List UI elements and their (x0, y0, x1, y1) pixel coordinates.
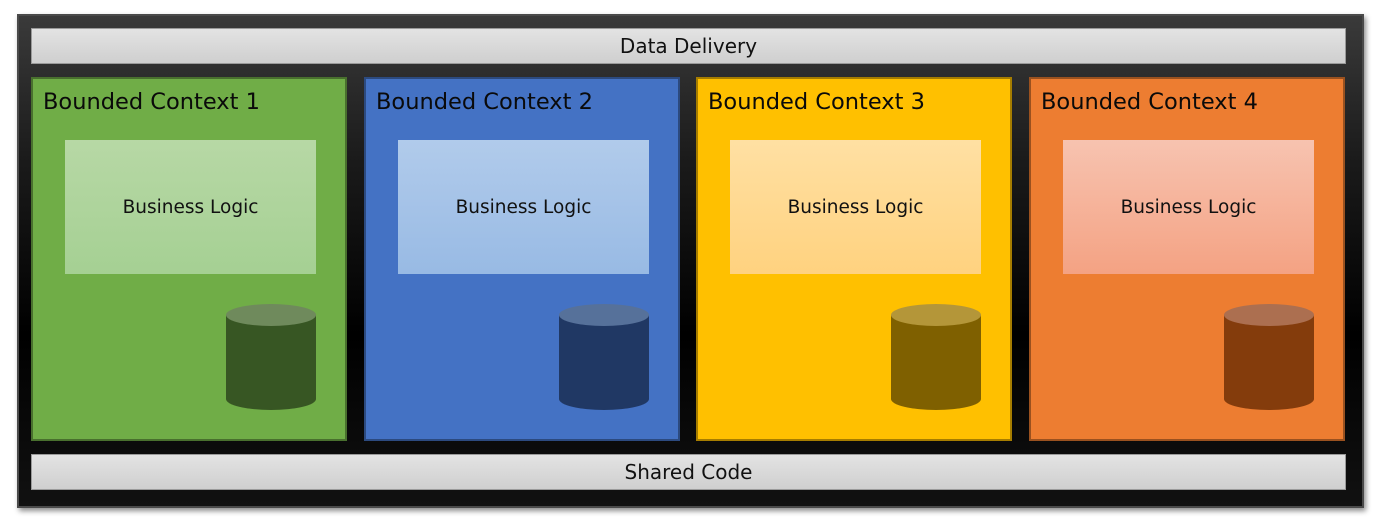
bounded-context-3: Bounded Context 3 Business Logic (696, 77, 1012, 441)
bounded-context-2: Bounded Context 2 Business Logic (364, 77, 680, 441)
bounded-context-1: Bounded Context 1 Business Logic (31, 77, 347, 441)
database-body (226, 315, 316, 410)
business-logic-label: Business Logic (455, 196, 592, 218)
database-icon (1224, 304, 1314, 410)
database-body (559, 315, 649, 410)
business-logic-label: Business Logic (122, 196, 259, 218)
data-delivery-layer: Data Delivery (31, 28, 1346, 64)
database-top (226, 304, 316, 326)
database-top (559, 304, 649, 326)
bounded-context-4: Bounded Context 4 Business Logic (1029, 77, 1345, 441)
business-logic-label: Business Logic (787, 196, 924, 218)
business-logic-box: Business Logic (398, 140, 649, 274)
database-top (1224, 304, 1314, 326)
bounded-context-title: Bounded Context 1 (43, 89, 260, 115)
shared-code-label: Shared Code (624, 460, 753, 484)
business-logic-box: Business Logic (65, 140, 316, 274)
database-body (891, 315, 981, 410)
shared-code-layer: Shared Code (31, 454, 1346, 490)
business-logic-box: Business Logic (1063, 140, 1314, 274)
business-logic-label: Business Logic (1120, 196, 1257, 218)
bounded-context-title: Bounded Context 4 (1041, 89, 1258, 115)
data-delivery-label: Data Delivery (619, 34, 758, 58)
business-logic-box: Business Logic (730, 140, 981, 274)
database-icon (891, 304, 981, 410)
bounded-context-title: Bounded Context 3 (708, 89, 925, 115)
database-body (1224, 315, 1314, 410)
bounded-context-title: Bounded Context 2 (376, 89, 593, 115)
database-icon (559, 304, 649, 410)
database-top (891, 304, 981, 326)
database-icon (226, 304, 316, 410)
